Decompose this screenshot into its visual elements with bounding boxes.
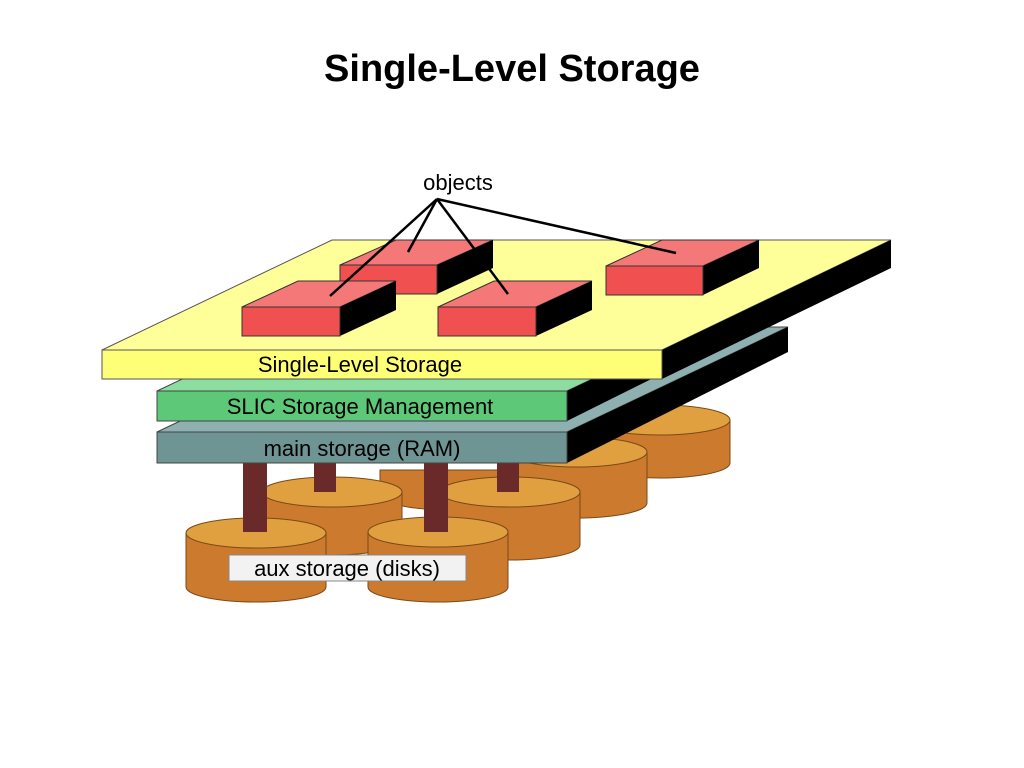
object-block	[241, 280, 397, 337]
disk-connectors	[243, 462, 519, 532]
objects	[241, 239, 760, 337]
aux-storage-label-box: aux storage (disks)	[228, 554, 467, 582]
single-level-storage-label: Single-Level Storage	[258, 352, 462, 377]
slide-title: Single-Level Storage	[324, 48, 700, 90]
connector	[243, 462, 267, 532]
aux-storage-disks	[185, 404, 731, 603]
connector	[497, 462, 519, 492]
object-block	[605, 239, 760, 296]
objects-callout-lines	[329, 197, 677, 297]
slic-storage-management-label: SLIC Storage Management	[227, 394, 494, 419]
object-block	[437, 280, 593, 337]
connector	[314, 462, 336, 492]
objects-label: objects	[423, 170, 493, 195]
aux-storage-label: aux storage (disks)	[254, 556, 440, 581]
connector	[424, 462, 448, 532]
main-storage-label: main storage (RAM)	[264, 436, 461, 461]
